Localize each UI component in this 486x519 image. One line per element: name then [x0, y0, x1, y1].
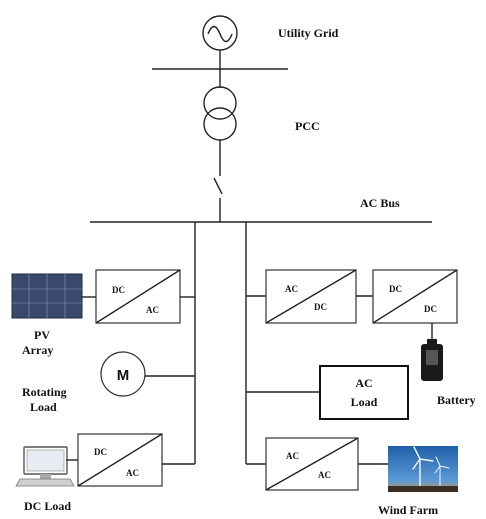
pv-inverter-dc-ac: DC AC — [95, 269, 181, 324]
battery-ac-dc-bottom-label: DC — [314, 302, 327, 312]
wind-ac-ac-converter: AC AC — [265, 437, 359, 491]
utility-grid-source — [202, 15, 238, 51]
rotating-load-label-line2: Load — [30, 400, 57, 414]
motor-symbol: M — [117, 367, 130, 384]
battery-ac-dc-converter: AC DC — [265, 269, 357, 324]
battery-dc-dc-bottom-label: DC — [424, 304, 437, 314]
pcc-label: PCC — [295, 119, 320, 133]
pv-array-label-line2: Array — [22, 343, 53, 357]
pv-array-label-line1: PV — [34, 328, 50, 342]
pv-inverter-top-label: DC — [112, 285, 125, 295]
wind-farm-label: Wind Farm — [378, 503, 438, 517]
pv-inverter-bottom-label: AC — [146, 305, 159, 315]
dcload-converter-top-label: DC — [94, 447, 107, 457]
wind-farm-image — [388, 446, 458, 493]
battery-dc-dc-converter: DC DC — [372, 269, 458, 324]
ac-load-box — [319, 365, 409, 420]
dcload-converter-bottom-label: AC — [126, 468, 139, 478]
ac-load-label-line1: AC — [355, 376, 372, 390]
motor-icon — [100, 351, 146, 397]
dcload-converter-dc-ac: DC AC — [77, 433, 163, 487]
dc-load-label: DC Load — [24, 499, 71, 513]
battery-ac-dc-top-label: AC — [285, 284, 298, 294]
utility-grid-label: Utility Grid — [278, 26, 339, 40]
sine-wave-icon — [207, 25, 233, 43]
ac-bus-label: AC Bus — [360, 196, 400, 210]
computer-icon — [15, 446, 75, 487]
pv-array — [11, 273, 83, 319]
pcc-transformer — [203, 86, 237, 141]
battery-label: Battery — [437, 393, 476, 407]
breaker-switch — [213, 177, 223, 195]
wind-converter-top-label: AC — [286, 451, 299, 461]
wind-converter-bottom-label: AC — [318, 470, 331, 480]
rotating-load-label-line1: Rotating — [22, 385, 67, 399]
battery-dc-dc-top-label: DC — [389, 284, 402, 294]
battery-icon — [421, 339, 443, 381]
ac-load-label-line2: Load — [351, 395, 378, 409]
